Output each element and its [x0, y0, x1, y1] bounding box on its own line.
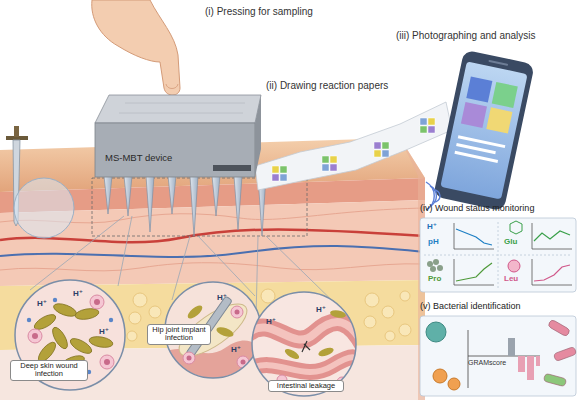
node-text: Pro	[428, 275, 441, 284]
monitor-panel: (iv) Wound status monitoringH⁺pHGluProLe…	[420, 218, 576, 292]
node-text: pH	[428, 238, 439, 247]
identification-panel: (v) Bacterial identificationGRAMscore	[420, 316, 576, 396]
node-text: H⁺	[37, 300, 47, 309]
callout-label: Hip joint implant infection	[147, 324, 211, 345]
step-label: (iii) Photographing and analysis	[396, 30, 536, 41]
node-text: H⁺	[231, 346, 241, 355]
node-text: H⁺	[427, 223, 437, 232]
node-text: Glu	[504, 238, 517, 247]
reaction-pads	[272, 118, 435, 181]
zoom-circle: Deep skin wound infectionH⁺H⁺H⁺	[15, 280, 125, 390]
node-text: MS-MBT device	[105, 153, 172, 163]
node-text: GRAMscore	[468, 359, 506, 367]
node-text: H⁺	[217, 294, 227, 303]
panel-title: (v) Bacterial identification	[420, 302, 521, 312]
device-outline	[95, 95, 261, 177]
panel-outline	[420, 218, 576, 292]
step-label: (ii) Drawing reaction papers	[266, 80, 388, 91]
magnifier-bubble	[14, 178, 74, 238]
panel-title: (iv) Wound status monitoring	[420, 204, 534, 214]
smartphone	[433, 50, 535, 212]
node-text: H⁺	[266, 318, 276, 327]
hand	[92, 0, 180, 95]
node-text: H⁺	[73, 290, 83, 299]
callout-label: Deep skin wound infection	[10, 360, 88, 381]
panel-outline	[420, 316, 576, 396]
device-box: MS-MBT device	[95, 95, 261, 177]
node-text: H⁺	[316, 306, 326, 315]
zoom-circle: Intestinal leakage H⁺ H⁺	[252, 292, 356, 396]
step-label: (i) Pressing for sampling	[205, 6, 313, 17]
microneedles	[104, 176, 266, 236]
dermis-fibre	[0, 263, 425, 271]
node-text: Leu	[504, 275, 518, 284]
zoom-circle: Hip joint implant infectionH⁺H⁺	[165, 282, 261, 378]
node-text: H⁺	[99, 328, 109, 337]
fingernail	[166, 84, 178, 89]
callout-label: Intestinal leakage	[268, 380, 344, 392]
reaction-strip	[255, 102, 452, 190]
